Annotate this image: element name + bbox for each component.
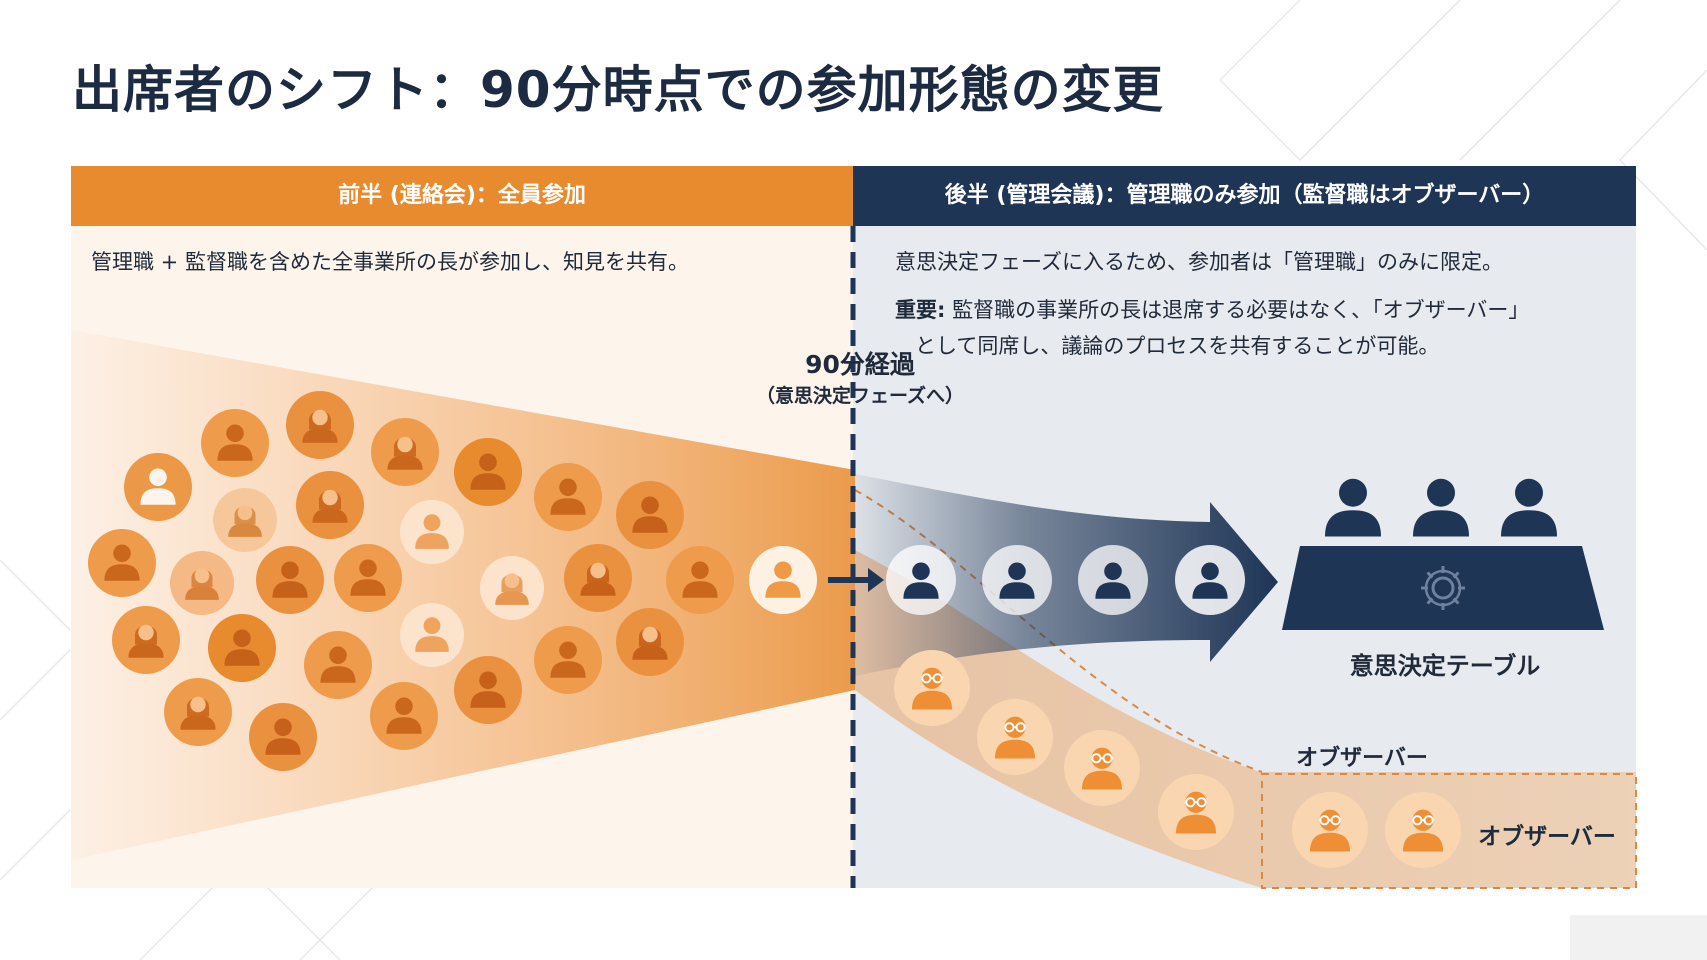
person-icon: [286, 391, 354, 459]
divider-sublabel: （意思決定フェーズへ）: [755, 385, 965, 407]
gear-icon: [1421, 566, 1465, 610]
person-icon: [616, 608, 684, 676]
second-half-description: 意思決定フェーズに入るため、参加者は「管理職」のみに限定。: [895, 250, 1503, 274]
first-half-header: 前半 (連絡会)：全員参加: [71, 166, 853, 226]
important-note: 重要: 監督職の事業所の長は退席する必要はなく、「オブザーバー」 として同席し、…: [895, 292, 1529, 364]
important-note-line1: 監督職の事業所の長は退席する必要はなく、「オブザーバー」: [945, 298, 1530, 322]
observer-glasses-icon: [1158, 774, 1234, 850]
manager-group: [886, 545, 1245, 615]
manager-person-icon: [886, 545, 956, 615]
observer-group: [894, 650, 1461, 868]
observer-glasses-icon: [894, 650, 970, 726]
person-icon: [304, 631, 372, 699]
person-icon: [480, 556, 544, 620]
important-label: 重要:: [895, 298, 946, 322]
person-icon: [534, 626, 602, 694]
first-half-description: 管理職 + 監督職を含めた全事業所の長が参加し、知見を共有。: [91, 250, 689, 274]
arrow-right-icon: [855, 474, 1278, 676]
observer-glasses-icon: [977, 699, 1053, 775]
divider-label: 90分経過: [805, 350, 915, 379]
person-icon: [749, 546, 817, 614]
person-icon: [400, 500, 464, 564]
person-icon: [296, 471, 364, 539]
person-icon: [370, 682, 438, 750]
manager-person-icon: [1078, 545, 1148, 615]
observer-glasses-icon: [1385, 792, 1461, 868]
person-icon: [334, 544, 402, 612]
person-icon: [164, 678, 232, 746]
decision-table-label: 意思決定テーブル: [1349, 652, 1541, 680]
person-icon: [112, 606, 180, 674]
manager-person-icon: [982, 545, 1052, 615]
person-icon: [371, 418, 439, 486]
observer-glasses-icon: [1292, 792, 1368, 868]
crowd-group: [88, 391, 817, 771]
person-icon: [208, 614, 276, 682]
decision-table-icon: [1282, 478, 1604, 630]
person-icon: [564, 544, 632, 612]
person-icon: [170, 551, 234, 615]
person-icon: [256, 546, 324, 614]
corner-placeholder: [1570, 915, 1707, 960]
second-half-header: 後半 (管理会議)：管理職のみ参加（監督職はオブザーバー）: [853, 166, 1636, 226]
person-icon: [400, 603, 464, 667]
person-icon: [88, 529, 156, 597]
observer-label-top: オブザーバー: [1296, 746, 1428, 771]
person-icon: [124, 453, 192, 521]
person-icon: [249, 703, 317, 771]
page-title: 出席者のシフト：90分時点での参加形態の変更: [72, 61, 1164, 119]
person-icon: [454, 656, 522, 724]
person-icon: [616, 481, 684, 549]
person-icon: [534, 463, 602, 531]
person-icon: [666, 546, 734, 614]
person-icon: [201, 409, 269, 477]
person-icon: [454, 438, 522, 506]
observer-area: [1261, 773, 1637, 889]
person-icon: [213, 488, 277, 552]
transition-arrow-icon: [828, 568, 884, 592]
observer-glasses-icon: [1064, 730, 1140, 806]
observer-label-box: オブザーバー: [1478, 824, 1616, 850]
important-note-line2: として同席し、議論のプロセスを共有することが可能。: [915, 334, 1440, 358]
manager-person-icon: [1175, 545, 1245, 615]
